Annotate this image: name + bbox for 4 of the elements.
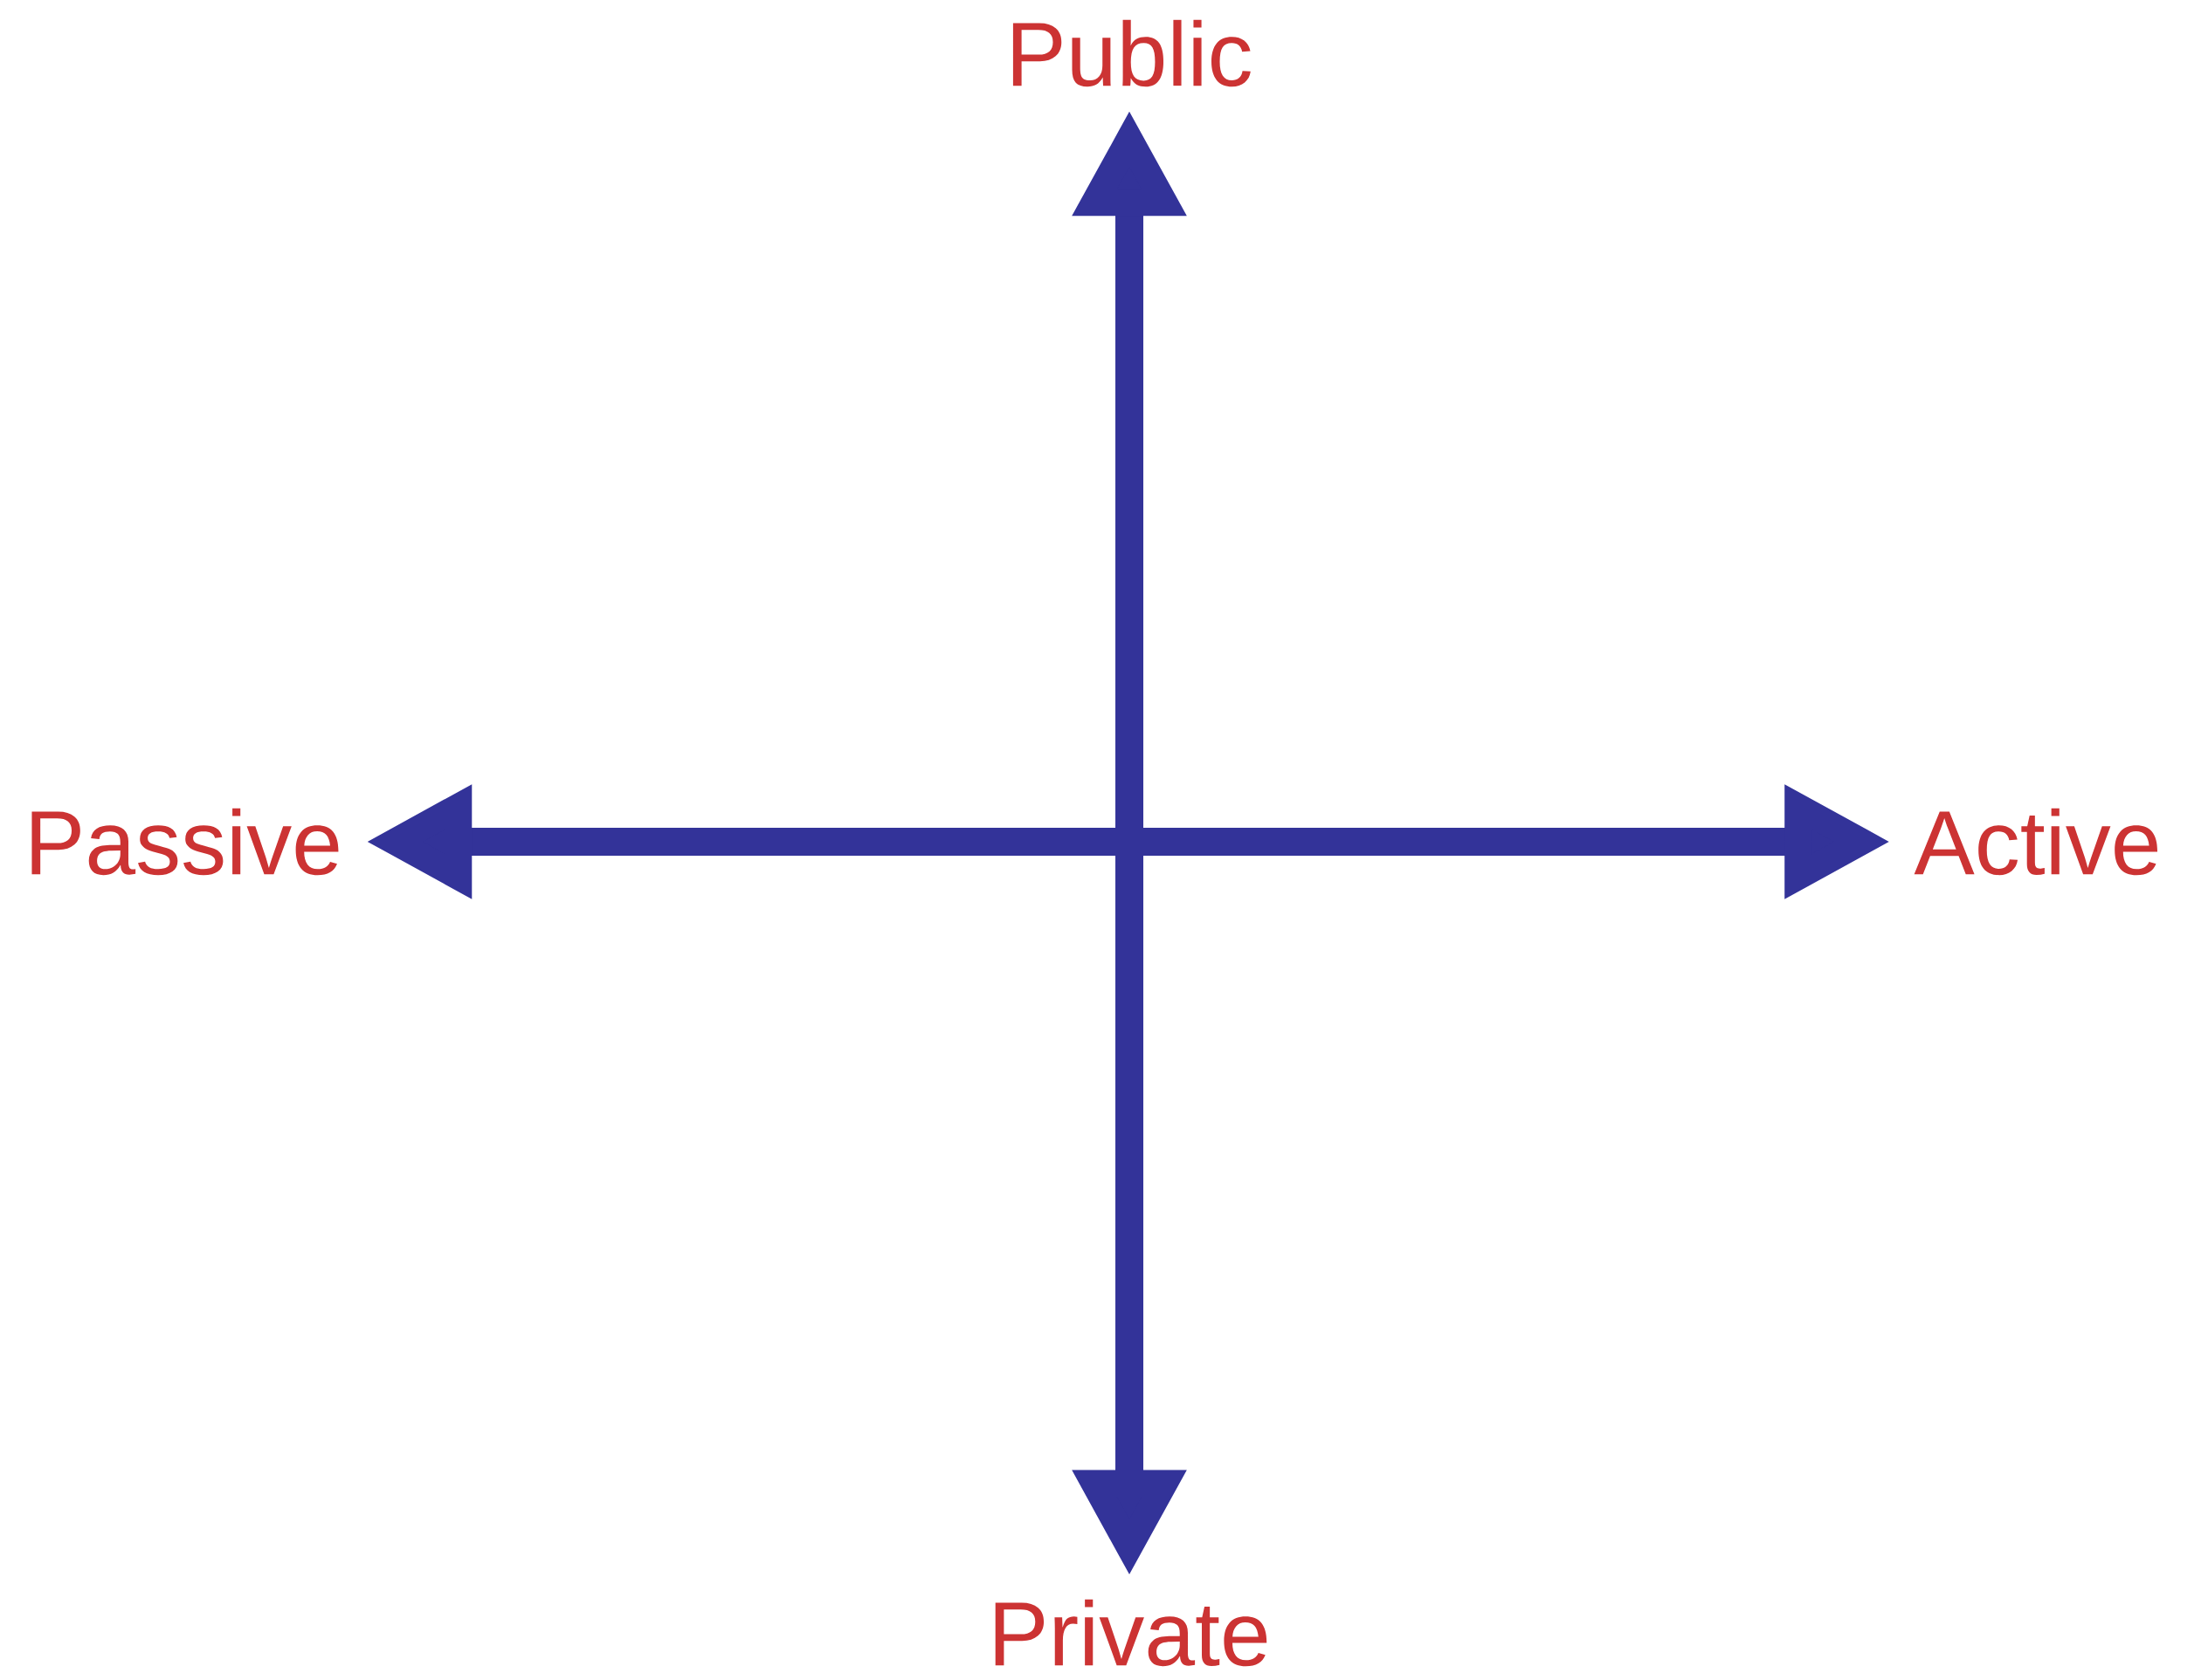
axis-label: Private [995,1599,1267,1667]
axis-label: Active [1914,808,2157,876]
axis-label: Public [1012,19,1251,87]
axis-label: Passive [31,808,339,876]
